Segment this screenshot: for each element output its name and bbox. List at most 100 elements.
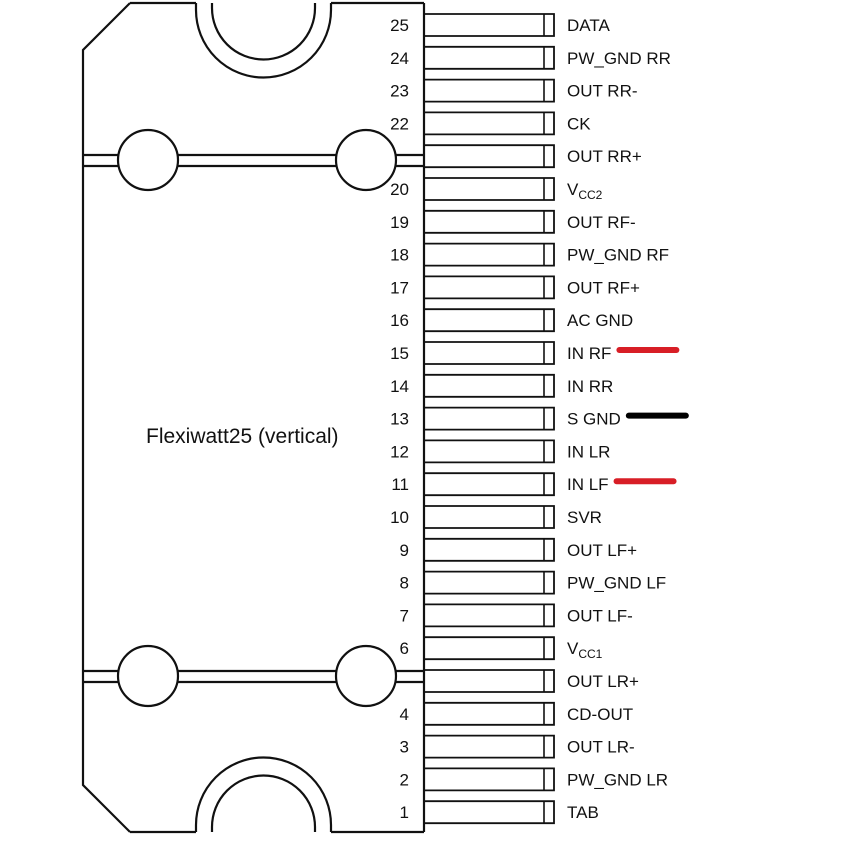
pin-number: 22	[390, 114, 409, 133]
mounting-hole	[334, 644, 398, 708]
pin-name: OUT LF+	[567, 541, 637, 560]
pin-number: 12	[390, 442, 409, 461]
pin-name: SVR	[567, 508, 602, 527]
mounting-hole	[334, 128, 398, 192]
pin-name: DATA	[567, 16, 610, 35]
mounting-hole	[116, 128, 180, 192]
pin-lead	[424, 734, 555, 759]
pin-number: 4	[400, 705, 409, 724]
pin-name: PW_GND RF	[567, 246, 669, 265]
pin-lead	[424, 177, 555, 201]
pin-lead	[424, 767, 555, 792]
pin-lead	[424, 636, 555, 661]
pin-number: 25	[390, 16, 409, 35]
pin-number: 16	[390, 311, 409, 330]
pin-number: 17	[390, 278, 409, 297]
pin-name: PW_GND LF	[567, 574, 666, 593]
package-body	[81, 1, 426, 834]
pin-3: 3 OUT LR-	[400, 734, 635, 759]
pin-name: OUT RR-	[567, 82, 638, 101]
pin-number: 14	[390, 377, 409, 396]
pin-7: 7 OUT LF-	[400, 603, 633, 628]
pin-name: AC GND	[567, 311, 633, 330]
pin-25: 25 DATA	[390, 13, 610, 37]
pin-name: IN RR	[567, 377, 613, 396]
pin-number: 7	[400, 606, 409, 625]
pin-name: VCC2	[567, 180, 603, 202]
pin-row-5: OUT RR+	[424, 144, 642, 169]
pin-13: 13 S GND	[390, 406, 689, 431]
pin-lead	[424, 209, 555, 234]
pin-number: 18	[390, 246, 409, 265]
pin-18: 18 PW_GND RF	[390, 242, 669, 267]
pin-lead	[424, 537, 555, 562]
pin-number: 1	[400, 803, 409, 822]
lower-band	[83, 644, 424, 708]
pin-lead	[424, 144, 555, 169]
pin-lead	[424, 78, 555, 103]
pin-number: 13	[390, 410, 409, 429]
pin-lead	[424, 505, 555, 529]
pin-number: 8	[400, 574, 409, 593]
package-label: Flexiwatt25 (vertical)	[146, 425, 339, 448]
pin-name: PW_GND LR	[567, 770, 668, 789]
pin-14: 14 IN RR	[390, 373, 613, 398]
pin-number: 20	[390, 180, 409, 199]
pin-number: 23	[390, 82, 409, 101]
pin-6: 6 VCC1	[400, 636, 603, 661]
pin-name: VCC1	[567, 639, 603, 661]
pin-lead	[424, 472, 555, 497]
pin-name: S GND	[567, 410, 621, 429]
pin-lead	[424, 669, 555, 693]
pin-name: CK	[567, 114, 591, 133]
pin-name: OUT LR-	[567, 738, 635, 757]
pin-12: 12 IN LR	[390, 439, 610, 464]
upper-band	[83, 128, 424, 192]
mounting-hole	[116, 644, 180, 708]
pin-number: 9	[400, 541, 409, 560]
pin-row-21: OUT LR+	[424, 669, 639, 693]
pin-lead	[424, 439, 555, 464]
pin-15: 15 IN RF	[390, 341, 680, 365]
pin-name: CD-OUT	[567, 705, 633, 724]
pin-name: IN LF	[567, 475, 609, 494]
pin-number: 3	[400, 738, 409, 757]
pin-lead	[424, 406, 555, 431]
pin-name: OUT RR+	[567, 147, 642, 166]
pin-number: 24	[390, 49, 409, 68]
pin-lead	[424, 275, 555, 300]
pin-9: 9 OUT LF+	[400, 537, 637, 562]
pin-lead	[424, 45, 555, 70]
pin-lead	[424, 308, 555, 333]
pin-name: OUT LR+	[567, 672, 639, 691]
pin-lead	[424, 111, 555, 136]
pin-11: 11 IN LF	[391, 472, 677, 497]
pin-20: 20 VCC2	[390, 177, 603, 202]
pin-name: OUT LF-	[567, 606, 633, 625]
pin-number: 15	[390, 344, 409, 363]
pin-lead	[424, 570, 555, 595]
pin-number: 11	[391, 475, 409, 494]
pin-lead	[424, 701, 555, 726]
pin-name: PW_GND RR	[567, 49, 671, 68]
pin-lead	[424, 800, 555, 825]
pin-number: 19	[390, 213, 409, 232]
pin-lead	[424, 242, 555, 267]
pin-name: IN RF	[567, 344, 611, 363]
top-slot	[194, 3, 333, 79]
pin-number: 6	[400, 639, 409, 658]
pin-lead	[424, 373, 555, 398]
pin-name: OUT RF-	[567, 213, 636, 232]
bottom-slot	[194, 756, 333, 832]
pin-1: 1 TAB	[400, 800, 599, 825]
pin-lead	[424, 603, 555, 628]
pin-name: TAB	[567, 803, 599, 822]
pin-24: 24 PW_GND RR	[390, 45, 671, 70]
pin-name: IN LR	[567, 442, 610, 461]
pin-lead	[424, 13, 555, 37]
pin-16: 16 AC GND	[390, 308, 633, 333]
